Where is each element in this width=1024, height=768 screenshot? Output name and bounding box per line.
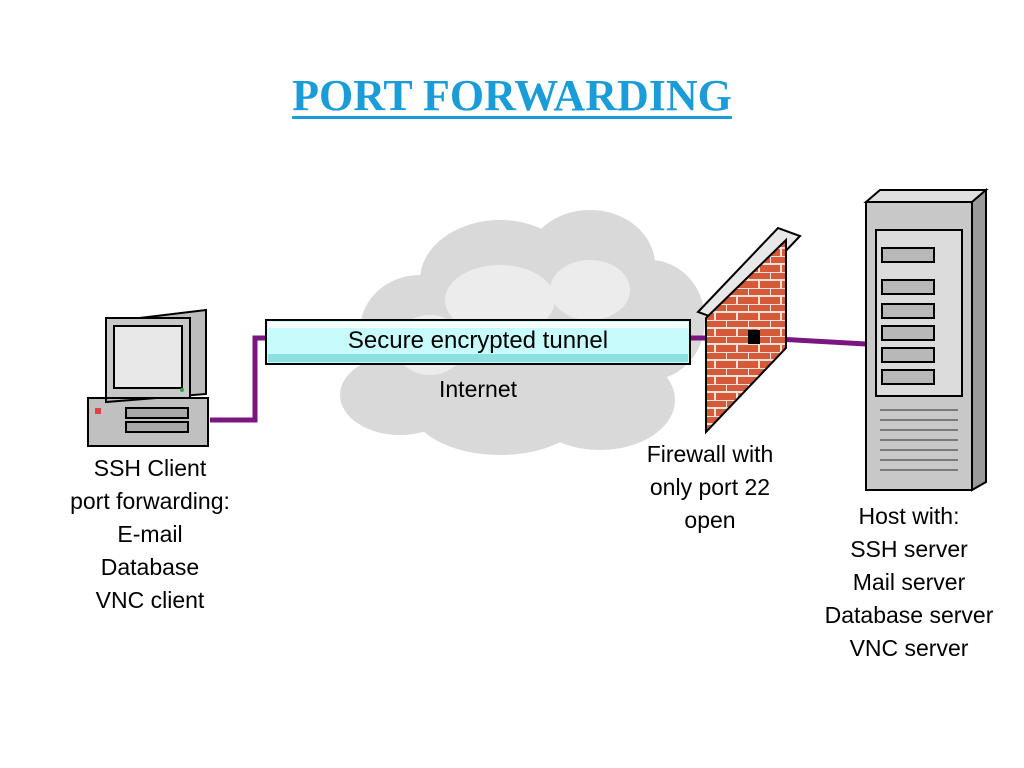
host-label-line: VNC server xyxy=(849,635,969,661)
firewall-label: Firewall with only port 22 open xyxy=(620,438,800,537)
host-label-line: Database server xyxy=(824,602,994,628)
tunnel-label: Secure encrypted tunnel xyxy=(347,327,609,354)
desktop-computer-icon xyxy=(87,308,209,447)
client-label-line: E-mail xyxy=(117,521,183,547)
firewall-label-line: open xyxy=(684,507,736,533)
secure-tunnel xyxy=(265,319,691,365)
host-label: Host with: SSH server Mail server Databa… xyxy=(804,500,1014,665)
internet-cloud-icon xyxy=(340,210,705,455)
client-label: SSH Client port forwarding: E-mail Datab… xyxy=(40,452,260,617)
host-label-line: SSH server xyxy=(850,536,968,562)
brick-wall-icon xyxy=(696,226,802,435)
host-label-line: Host with: xyxy=(858,503,960,529)
client-link xyxy=(210,335,266,423)
server-tower-icon xyxy=(863,187,989,492)
firewall-label-line: only port 22 xyxy=(649,474,771,500)
firewall-label-line: Firewall with xyxy=(646,441,774,467)
client-label-line: Database xyxy=(100,554,200,580)
client-label-line: VNC client xyxy=(95,587,205,613)
internet-label: Internet xyxy=(439,376,517,402)
host-label-line: Mail server xyxy=(852,569,966,595)
client-label-line: SSH Client xyxy=(93,455,207,481)
client-label-line: port forwarding: xyxy=(70,488,230,514)
page-title: PORT FORWARDING xyxy=(292,71,732,120)
